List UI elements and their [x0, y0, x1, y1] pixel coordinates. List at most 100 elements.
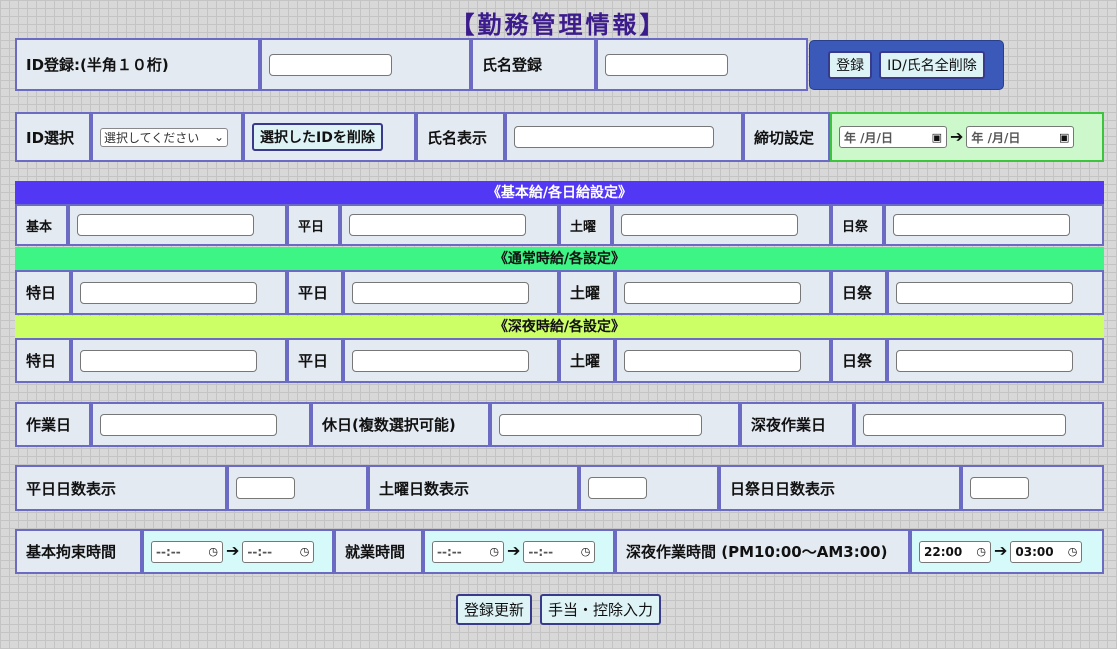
arrow-right-icon: ➔ [507, 540, 521, 560]
weekday-count-label: 平日日数表示 [15, 465, 227, 511]
id-select-value: 選択してください [104, 130, 200, 145]
base-pay-input-saturday[interactable] [621, 214, 798, 236]
times-row: 基本拘束時間 --:--◷➔--:--◷ 就業時間 --:--◷➔--:--◷ … [15, 529, 1104, 574]
base-pay-input-basic[interactable] [77, 214, 254, 236]
allowance-deduction-button[interactable]: 手当・控除入力 [540, 594, 662, 625]
normal-hourly-input-holiday[interactable] [896, 281, 1073, 304]
name-display-input[interactable] [514, 126, 714, 148]
normal-hourly-cell-2 [615, 270, 831, 315]
night-hourly-label-0: 特日 [15, 338, 71, 383]
weekday-count-cell [227, 465, 368, 511]
register-button[interactable]: 登録 [828, 51, 873, 79]
clock-icon: ◷ [299, 545, 310, 558]
night-hourly-label-2: 土曜 [559, 338, 615, 383]
register-button-group: 登録 ID/氏名全削除 [809, 40, 1004, 90]
normal-hourly-label-1: 平日 [287, 270, 343, 315]
calendar-icon: ▣ [931, 130, 942, 144]
holiday-label: 休日(複数選択可能) [311, 402, 490, 447]
saturday-count-input[interactable] [588, 477, 647, 499]
footer-buttons: 登録更新 手当・控除入力 [0, 594, 1117, 625]
page-title: 【勤務管理情報】 [450, 11, 667, 39]
normal-hourly-label-2: 土曜 [559, 270, 615, 315]
day-counts-row: 平日日数表示 土曜日数表示 日祭日日数表示 [15, 465, 1104, 511]
work-time-label: 就業時間 [334, 529, 423, 574]
deadline-end-date[interactable]: 年 /月/日 ▣ [966, 126, 1075, 148]
clock-icon: ◷ [489, 545, 499, 558]
update-registration-button[interactable]: 登録更新 [455, 594, 532, 625]
name-display-cell [505, 112, 743, 162]
id-register-input[interactable] [269, 53, 392, 76]
normal-hourly-cell-1 [343, 270, 559, 315]
base-pay-label-0: 基本 [15, 204, 68, 246]
normal-hourly-input-weekday[interactable] [352, 281, 529, 304]
arrow-right-icon: ➔ [950, 126, 964, 146]
normal-hourly-input-special[interactable] [80, 281, 257, 304]
night-hourly-input-holiday[interactable] [896, 349, 1073, 372]
delete-selected-button[interactable]: 選択したIDを削除 [252, 123, 383, 151]
work-day-input[interactable] [100, 413, 277, 436]
holiday-count-input[interactable] [970, 477, 1029, 499]
normal-hourly-row: 特日 平日 土曜 日祭 [15, 270, 1104, 315]
base-pay-label-2: 土曜 [559, 204, 612, 246]
base-pay-cell-0 [68, 204, 287, 246]
arrow-right-icon: ➔ [226, 540, 240, 560]
night-time-cell: 22:00 ◷ ➔ 03:00 ◷ [910, 529, 1104, 574]
night-time-start-text: 22:00 [924, 544, 963, 559]
delete-selected-cell: 選択したIDを削除 [243, 112, 416, 162]
night-time-end[interactable]: 03:00 ◷ [1010, 540, 1083, 563]
work-time-end[interactable]: --:-- ◷ [523, 540, 596, 563]
work-time-start-text: --:-- [437, 544, 462, 559]
weekday-count-input[interactable] [236, 477, 295, 499]
night-hourly-label-1: 平日 [287, 338, 343, 383]
saturday-count-cell [579, 465, 719, 511]
holiday-count-cell [961, 465, 1104, 511]
base-pay-cell-1 [340, 204, 559, 246]
night-hourly-input-special[interactable] [80, 349, 257, 372]
clock-icon: ◷ [1067, 545, 1078, 558]
night-hourly-band: 《深夜時給/各設定》 [15, 316, 1104, 339]
base-pay-input-holiday[interactable] [893, 214, 1070, 236]
holiday-input[interactable] [499, 413, 702, 436]
night-work-day-cell [854, 402, 1104, 447]
clock-icon: ◷ [976, 545, 986, 558]
work-time-end-text: --:-- [528, 544, 554, 559]
holiday-cell [490, 402, 740, 447]
night-hourly-row: 特日 平日 土曜 日祭 [15, 338, 1104, 383]
base-pay-label-1: 平日 [287, 204, 340, 246]
selection-row: ID選択 選択してください ⌄ 選択したIDを削除 氏名表示 締切設定 年 /月… [15, 112, 1104, 162]
clock-icon: ◷ [208, 545, 218, 558]
night-hourly-input-saturday[interactable] [624, 349, 801, 372]
night-hourly-cell-3 [887, 338, 1104, 383]
normal-hourly-cell-3 [887, 270, 1104, 315]
base-pay-label-3: 日祭 [831, 204, 884, 246]
base-pay-cell-3 [884, 204, 1104, 246]
work-time-start[interactable]: --:-- ◷ [432, 540, 504, 563]
work-day-cell [91, 402, 311, 447]
basic-time-label: 基本拘束時間 [15, 529, 142, 574]
base-pay-row: 基本 平日 土曜 日祭 [15, 204, 1104, 246]
basic-time-start-text: --:-- [156, 544, 181, 559]
night-hourly-input-weekday[interactable] [352, 349, 529, 372]
name-register-input[interactable] [605, 53, 728, 76]
id-select-label: ID選択 [15, 112, 91, 162]
id-register-cell [260, 38, 471, 91]
night-work-day-input[interactable] [863, 413, 1066, 436]
work-day-label: 作業日 [15, 402, 91, 447]
saturday-count-label: 土曜日数表示 [368, 465, 579, 511]
normal-hourly-band: 《通常時給/各設定》 [15, 247, 1104, 271]
delete-all-button[interactable]: ID/氏名全削除 [879, 51, 985, 79]
base-pay-input-weekday[interactable] [349, 214, 526, 236]
basic-time-end[interactable]: --:--◷ [242, 540, 315, 563]
id-select-dropdown[interactable]: 選択してください ⌄ [100, 127, 228, 147]
night-time-start[interactable]: 22:00 ◷ [919, 540, 991, 563]
normal-hourly-input-saturday[interactable] [624, 281, 801, 304]
chevron-down-icon: ⌄ [213, 130, 224, 144]
night-hourly-cell-0 [71, 338, 287, 383]
basic-time-start[interactable]: --:-- ◷ [151, 540, 223, 563]
night-time-end-text: 03:00 [1015, 544, 1054, 559]
night-hourly-cell-1 [343, 338, 559, 383]
arrow-right-icon: ➔ [994, 540, 1008, 560]
clock-icon: ◷ [580, 545, 591, 558]
work-time-cell: --:-- ◷ ➔ --:-- ◷ [423, 529, 615, 574]
deadline-start-date[interactable]: 年 /月/日 ▣ [839, 126, 947, 148]
